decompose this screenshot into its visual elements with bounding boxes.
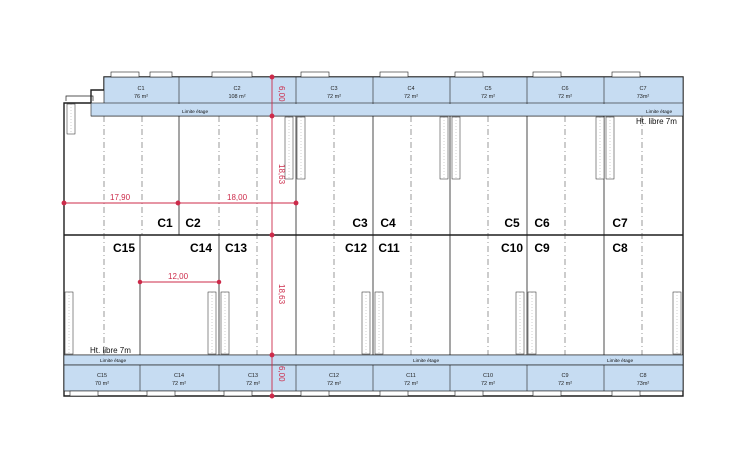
facade-doors (69, 71, 641, 397)
clear-height-label-bottom: Ht. libre 7m (90, 346, 131, 355)
floor-limit-label: Limite étage (182, 109, 208, 115)
unit-area: 72 m² (481, 94, 495, 100)
unit-area: 72 m² (481, 381, 495, 387)
unit-area: 72 m² (404, 94, 418, 100)
unit-area: 72 m² (558, 94, 572, 100)
unit-code: C6 (561, 86, 568, 92)
hall-unit-label: C8 (612, 241, 628, 255)
bottom-unit-labels: C15 70 m² C14 72 m² C13 72 m² C12 72 m² … (95, 373, 649, 387)
dimension-depth-top-hall: 18,63 (277, 164, 286, 185)
unit-code: C12 (329, 373, 339, 379)
hall-unit-label: C4 (380, 216, 396, 230)
floor-limit-label: Limite étage (413, 358, 439, 364)
unit-code: C15 (97, 373, 107, 379)
dimension-width-right: 18,00 (227, 193, 248, 202)
hall-unit-label: C12 (345, 241, 367, 255)
unit-code: C9 (561, 373, 568, 379)
floor-limit-labels: Limite étage Limite étage Limite étage L… (100, 109, 672, 364)
floor-limit-label: Limite étage (646, 109, 672, 115)
unit-area: 72 m² (327, 94, 341, 100)
unit-code: C11 (406, 373, 416, 379)
dimension-lines (61, 74, 299, 399)
unit-code: C2 (233, 86, 240, 92)
hall-unit-label: C3 (352, 216, 368, 230)
unit-area: 72 m² (404, 381, 418, 387)
floor-limit-label: Limite étage (100, 358, 126, 364)
hall-unit-label: C2 (185, 216, 201, 230)
dimension-depth-top-band: 6,00 (277, 86, 286, 102)
dimension-width-bay: 12,00 (168, 272, 189, 281)
unit-area: 72 m² (172, 381, 186, 387)
upper-hall-unit-labels: C1 C2 C3 C4 C5 C6 C7 (157, 216, 628, 230)
dimension-depth-bottom-band: 6,00 (277, 366, 286, 382)
unit-code: C10 (483, 373, 493, 379)
unit-area: 72 m² (558, 381, 572, 387)
hall-unit-label: C13 (225, 241, 247, 255)
unit-code: C7 (639, 86, 646, 92)
unit-code: C1 (137, 86, 144, 92)
lower-hall-unit-labels: C15 C14 C13 C12 C11 C10 C9 C8 (113, 241, 628, 255)
hall-unit-label: C10 (501, 241, 523, 255)
hall-unit-label: C9 (534, 241, 550, 255)
hall-unit-label: C5 (504, 216, 520, 230)
storage-racks (64, 103, 682, 355)
hall-unit-label: C11 (378, 241, 400, 255)
hall-unit-label: C1 (157, 216, 173, 230)
hall-unit-label: C7 (612, 216, 628, 230)
dimension-depth-bottom-hall: 18,63 (277, 284, 286, 305)
clear-height-label-top: Ht. libre 7m (636, 117, 677, 126)
unit-code: C8 (639, 373, 646, 379)
unit-area: 72 m² (327, 381, 341, 387)
unit-area: 108 m² (228, 94, 245, 100)
unit-code: C3 (330, 86, 337, 92)
unit-area: 76 m² (134, 94, 148, 100)
bottom-office-band (63, 354, 684, 392)
unit-code: C4 (407, 86, 414, 92)
floor-limit-label: Limite étage (607, 358, 633, 364)
unit-code: C14 (174, 373, 184, 379)
building-walls (63, 76, 684, 397)
unit-area: 73m² (637, 381, 650, 387)
hall-unit-label: C14 (190, 241, 212, 255)
unit-area: 72 m² (246, 381, 260, 387)
hall-unit-label: C15 (113, 241, 135, 255)
unit-code: C5 (484, 86, 491, 92)
unit-area: 70 m² (95, 381, 109, 387)
top-unit-labels: C1 76 m² C2 108 m² C3 72 m² C4 72 m² C5 … (134, 86, 649, 100)
structural-grid-lines (103, 116, 643, 355)
dimension-width-left: 17,90 (110, 193, 131, 202)
unit-code: C13 (248, 373, 258, 379)
hall-unit-label: C6 (534, 216, 550, 230)
unit-area: 73m² (637, 94, 650, 100)
top-office-band (90, 76, 684, 117)
